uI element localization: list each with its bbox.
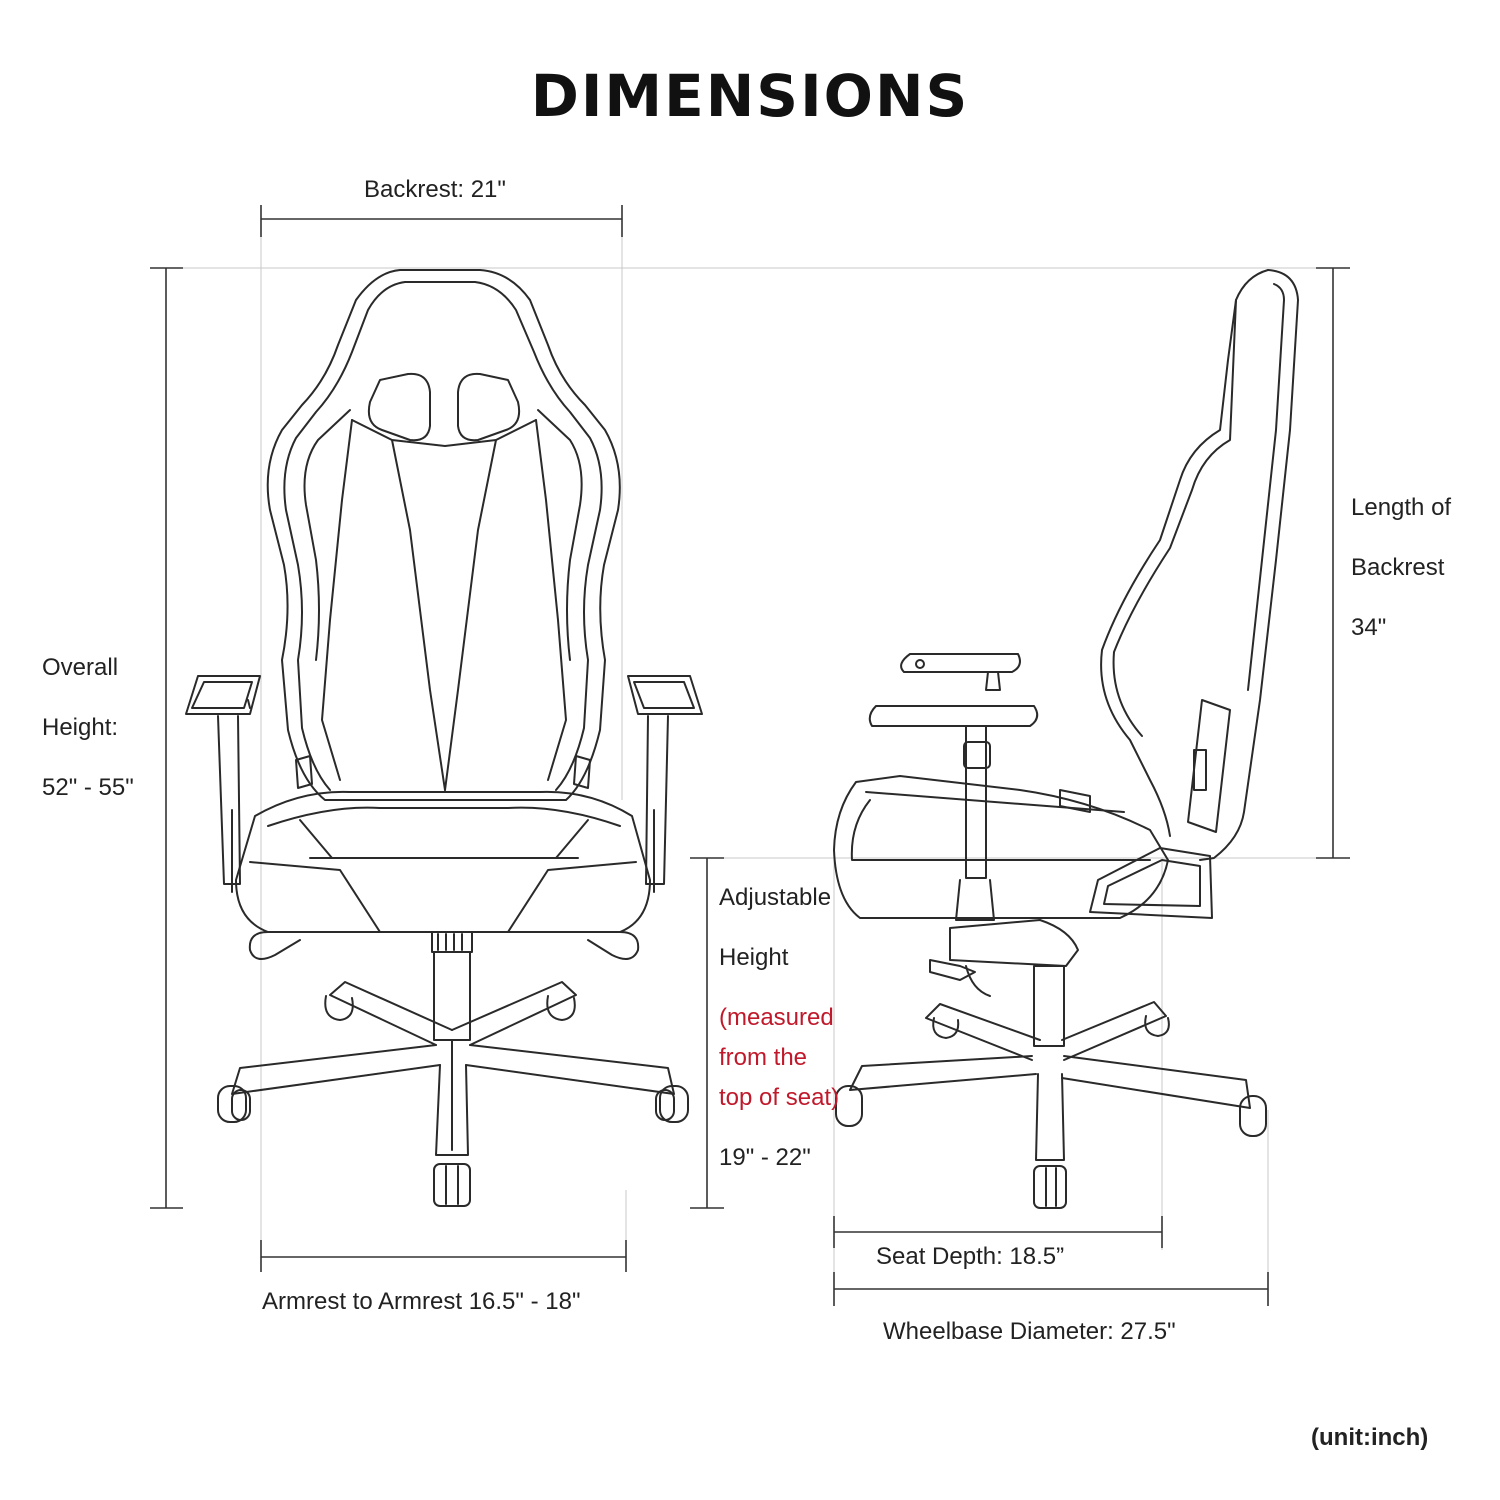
adjustable-height-label-line1: Adjustable [719,884,832,911]
seat-height-note-line1: (measured [719,1004,834,1031]
backrest-length-label-line1: Length of [1351,494,1452,521]
backrest-length-label-line2: Backrest [1351,554,1445,581]
backrest-length-value: 34" [1351,614,1387,641]
page-title: DIMENSIONS [530,62,970,130]
adjustable-height-value: 19" - 22" [719,1144,811,1171]
backrest-width-label: Backrest: 21" [364,176,506,203]
overall-height-label-line2: Height: [42,714,119,741]
armrest-width-label: Armrest to Armrest 16.5" - 18" [262,1288,581,1315]
seat-height-note-line3: top of seat) [719,1084,840,1111]
guide-lines [150,222,1350,1300]
overall-height-value: 52" - 55" [42,774,134,801]
overall-height-label-line1: Overall [42,654,119,681]
side-chair-illustration [833,269,1299,1209]
seat-depth-label: Seat Depth: 18.5” [876,1243,1065,1270]
wheelbase-label: Wheelbase Diameter: 27.5" [883,1318,1176,1345]
unit-note: (unit:inch) [1311,1424,1429,1451]
front-chair-illustration [185,269,703,1207]
dimension-lines [150,205,1350,1306]
seat-height-note-line2: from the [719,1044,808,1071]
adjustable-height-label-line2: Height [719,944,789,971]
